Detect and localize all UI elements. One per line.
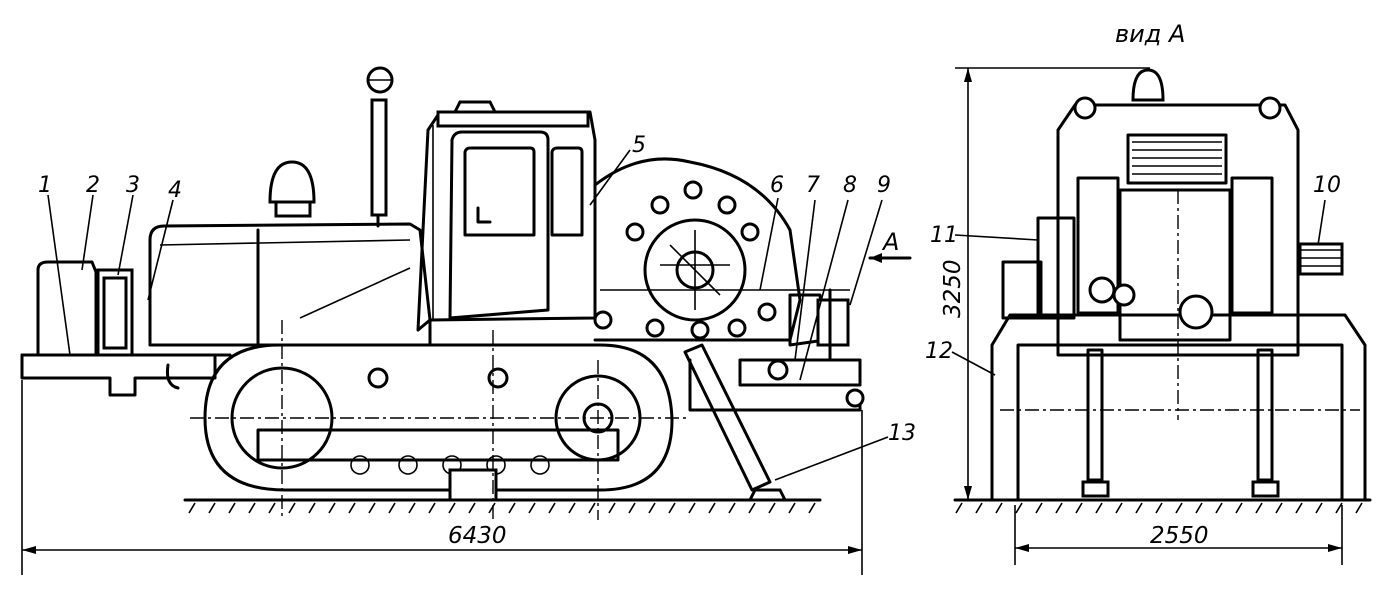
dimension-width-label: 2550 (1150, 523, 1209, 549)
dimension-length (21, 380, 863, 575)
engine-hood (148, 66, 432, 347)
callout-11: 11 (930, 223, 958, 248)
leader-lines-side (47, 149, 889, 481)
dimension-width (1014, 505, 1343, 565)
view-arrow-label: А (881, 228, 899, 256)
leader-lines-front (951, 199, 1326, 376)
callout-6: 6 (770, 173, 784, 198)
dimension-height-label: 3250 (940, 259, 966, 318)
front-rig (688, 288, 865, 412)
callout-1: 1 (38, 173, 52, 198)
view-arrow (868, 253, 912, 263)
ground-line-side (183, 498, 822, 514)
winch-drum (593, 157, 850, 342)
view-title: вид А (1115, 20, 1185, 48)
dimension-length-label: 6430 (448, 523, 507, 549)
side-view (20, 66, 912, 575)
outrigger-leg-side (683, 343, 788, 502)
callout-8: 8 (843, 173, 857, 198)
callout-5: 5 (632, 133, 646, 158)
rear-frame (20, 260, 232, 397)
front-view (951, 67, 1372, 565)
crawler-track (190, 320, 690, 520)
callout-13: 13 (888, 421, 916, 446)
callout-4: 4 (168, 178, 182, 203)
callout-9: 9 (877, 173, 891, 198)
callout-7: 7 (806, 173, 820, 198)
callout-2: 2 (86, 173, 100, 198)
callout-3: 3 (126, 173, 140, 198)
cab (416, 100, 597, 332)
dimension-height (955, 67, 1150, 500)
callout-12: 12 (925, 339, 953, 364)
outrigger-legs-front (1081, 348, 1280, 498)
callout-10: 10 (1313, 173, 1341, 198)
ground-line-front (953, 498, 1372, 514)
front-frame (990, 68, 1367, 502)
